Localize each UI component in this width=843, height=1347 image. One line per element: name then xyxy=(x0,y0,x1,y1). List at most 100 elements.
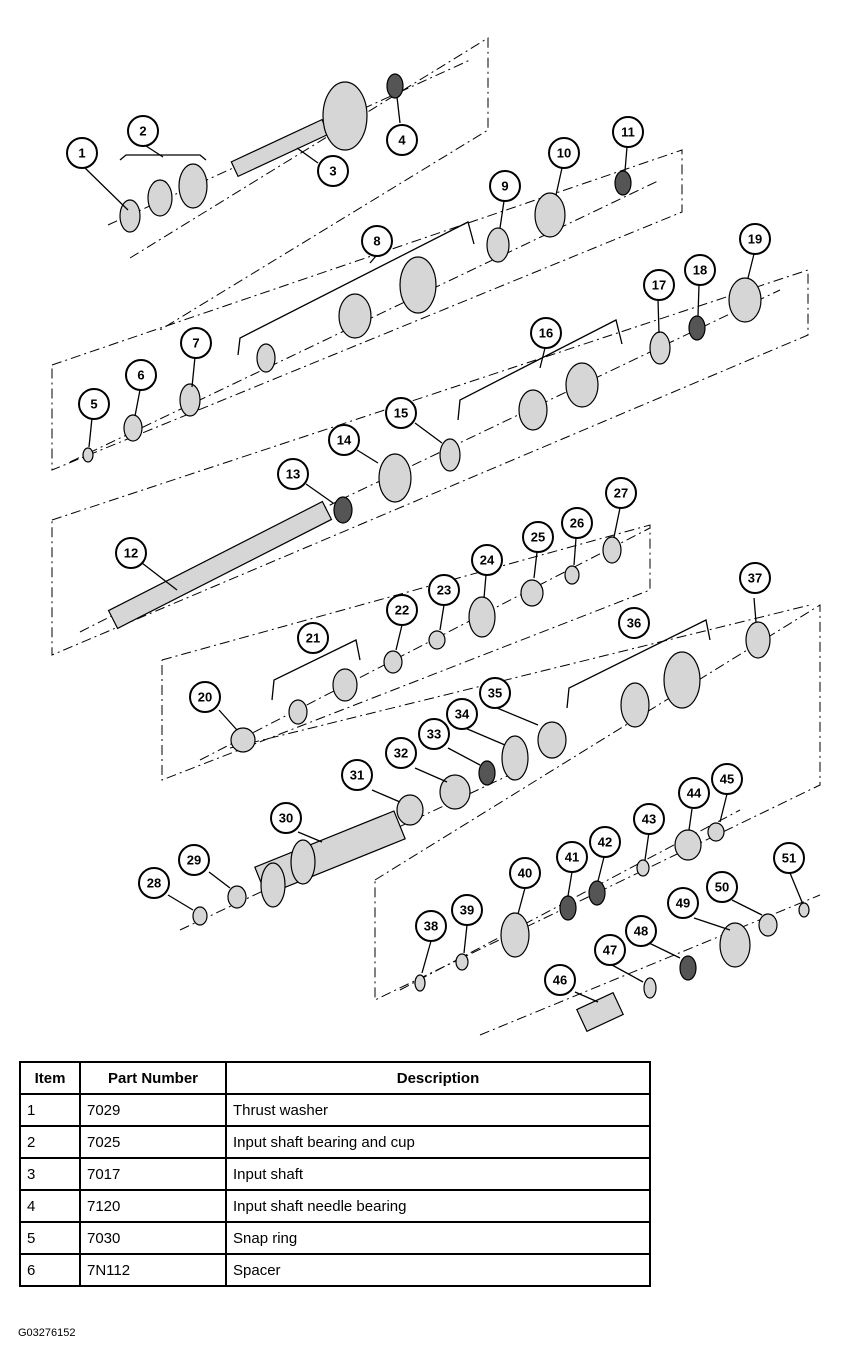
leader-lines xyxy=(84,96,803,1003)
callout-44: 44 xyxy=(678,777,710,809)
svg-text:19: 19 xyxy=(748,232,762,247)
callout-21: 21 xyxy=(297,622,329,654)
callout-35: 35 xyxy=(479,677,511,709)
svg-text:24: 24 xyxy=(480,553,495,568)
callout-6: 6 xyxy=(125,359,157,391)
parts xyxy=(82,73,810,1033)
svg-text:25: 25 xyxy=(531,530,545,545)
callout-8: 8 xyxy=(361,225,393,257)
callout-25: 25 xyxy=(522,521,554,553)
cell-description: Input shaft needle bearing xyxy=(225,1189,651,1223)
callout-31: 31 xyxy=(341,759,373,791)
callout-28: 28 xyxy=(138,867,170,899)
callout-27: 27 xyxy=(605,477,637,509)
callout-13: 13 xyxy=(277,458,309,490)
svg-text:9: 9 xyxy=(501,179,508,194)
table-header-row: Item Part Number Description xyxy=(19,1061,651,1095)
cell-part-number: 7025 xyxy=(79,1125,227,1159)
svg-text:33: 33 xyxy=(427,727,441,742)
callout-17: 17 xyxy=(643,269,675,301)
svg-text:37: 37 xyxy=(748,571,762,586)
cell-part-number: 7017 xyxy=(79,1157,227,1191)
callout-14: 14 xyxy=(328,424,360,456)
table-row: 5 7030 Snap ring xyxy=(19,1221,651,1255)
brackets xyxy=(119,154,711,709)
svg-text:51: 51 xyxy=(782,851,796,866)
callout-15: 15 xyxy=(385,397,417,429)
callout-3: 3 xyxy=(317,155,349,187)
column-header-part-number: Part Number xyxy=(79,1061,227,1095)
callout-47: 47 xyxy=(594,934,626,966)
cell-item: 6 xyxy=(19,1253,81,1287)
svg-text:16: 16 xyxy=(539,326,553,341)
svg-text:48: 48 xyxy=(634,924,648,939)
svg-text:17: 17 xyxy=(652,278,666,293)
callout-43: 43 xyxy=(633,803,665,835)
callout-41: 41 xyxy=(556,841,588,873)
callout-5: 5 xyxy=(78,388,110,420)
svg-text:40: 40 xyxy=(518,866,532,881)
svg-text:45: 45 xyxy=(720,772,734,787)
callout-50: 50 xyxy=(706,871,738,903)
callout-16: 16 xyxy=(530,317,562,349)
svg-text:44: 44 xyxy=(687,786,702,801)
callout-26: 26 xyxy=(561,507,593,539)
callout-46: 46 xyxy=(544,964,576,996)
cell-part-number: 7030 xyxy=(79,1221,227,1255)
svg-text:5: 5 xyxy=(90,397,97,412)
callout-38: 38 xyxy=(415,910,447,942)
svg-text:23: 23 xyxy=(437,583,451,598)
exploded-parts-diagram: 1 2 3 4 5 6 7 8 9 10 11 12 13 14 15 16 1… xyxy=(51,37,821,1036)
cell-item: 2 xyxy=(19,1125,81,1159)
svg-text:1: 1 xyxy=(78,146,85,161)
svg-text:38: 38 xyxy=(424,919,438,934)
svg-text:41: 41 xyxy=(565,850,579,865)
table-row: 4 7120 Input shaft needle bearing xyxy=(19,1189,651,1223)
svg-text:34: 34 xyxy=(455,707,470,722)
svg-text:32: 32 xyxy=(394,746,408,761)
callout-37: 37 xyxy=(739,562,771,594)
svg-text:30: 30 xyxy=(279,811,293,826)
callout-19: 19 xyxy=(739,223,771,255)
figure-id: G03276152 xyxy=(18,1327,76,1339)
cell-part-number: 7120 xyxy=(79,1189,227,1223)
table-row: 6 7N112 Spacer xyxy=(19,1253,651,1287)
svg-text:10: 10 xyxy=(557,146,571,161)
callout-49: 49 xyxy=(667,887,699,919)
svg-text:7: 7 xyxy=(192,336,199,351)
svg-text:50: 50 xyxy=(715,880,729,895)
svg-text:18: 18 xyxy=(693,263,707,278)
cell-description: Input shaft bearing and cup xyxy=(225,1125,651,1159)
callout-48: 48 xyxy=(625,915,657,947)
column-header-item: Item xyxy=(19,1061,81,1095)
parts-table: Item Part Number Description 1 7029 Thru… xyxy=(19,1061,651,1287)
svg-text:14: 14 xyxy=(337,433,352,448)
svg-text:13: 13 xyxy=(286,467,300,482)
callout-7: 7 xyxy=(180,327,212,359)
callout-33: 33 xyxy=(418,718,450,750)
callout-40: 40 xyxy=(509,857,541,889)
svg-text:49: 49 xyxy=(676,896,690,911)
cell-item: 3 xyxy=(19,1157,81,1191)
callout-12: 12 xyxy=(115,537,147,569)
svg-text:28: 28 xyxy=(147,876,161,891)
svg-text:43: 43 xyxy=(642,812,656,827)
callout-22: 22 xyxy=(386,594,418,626)
svg-text:36: 36 xyxy=(627,616,641,631)
callout-18: 18 xyxy=(684,254,716,286)
svg-text:35: 35 xyxy=(488,686,502,701)
callout-32: 32 xyxy=(385,737,417,769)
callout-51: 51 xyxy=(773,842,805,874)
svg-text:26: 26 xyxy=(570,516,584,531)
svg-text:47: 47 xyxy=(603,943,617,958)
callout-23: 23 xyxy=(428,574,460,606)
cell-part-number: 7029 xyxy=(79,1093,227,1127)
svg-text:39: 39 xyxy=(460,903,474,918)
cell-description: Thrust washer xyxy=(225,1093,651,1127)
callout-2: 2 xyxy=(127,115,159,147)
callout-30: 30 xyxy=(270,802,302,834)
callout-4: 4 xyxy=(386,124,418,156)
cell-item: 4 xyxy=(19,1189,81,1223)
callout-11: 11 xyxy=(612,116,644,148)
svg-text:15: 15 xyxy=(394,406,408,421)
